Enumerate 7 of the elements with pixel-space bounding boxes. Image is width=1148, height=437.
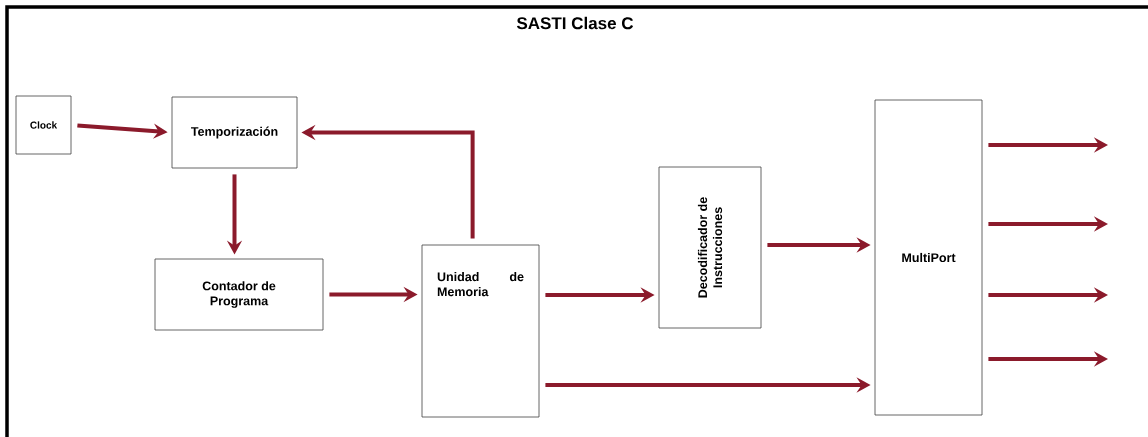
block-box: Contador de Programa [154, 258, 324, 331]
title: SASTI Clase C [516, 16, 634, 30]
block-box: MultiPort [874, 99, 983, 416]
block-box: Unidad de Memoria [421, 244, 540, 418]
block-box: Temporización [171, 96, 298, 169]
block-box: Clock [15, 95, 72, 155]
block-box: Decodificador de Instrucciones [658, 166, 762, 329]
